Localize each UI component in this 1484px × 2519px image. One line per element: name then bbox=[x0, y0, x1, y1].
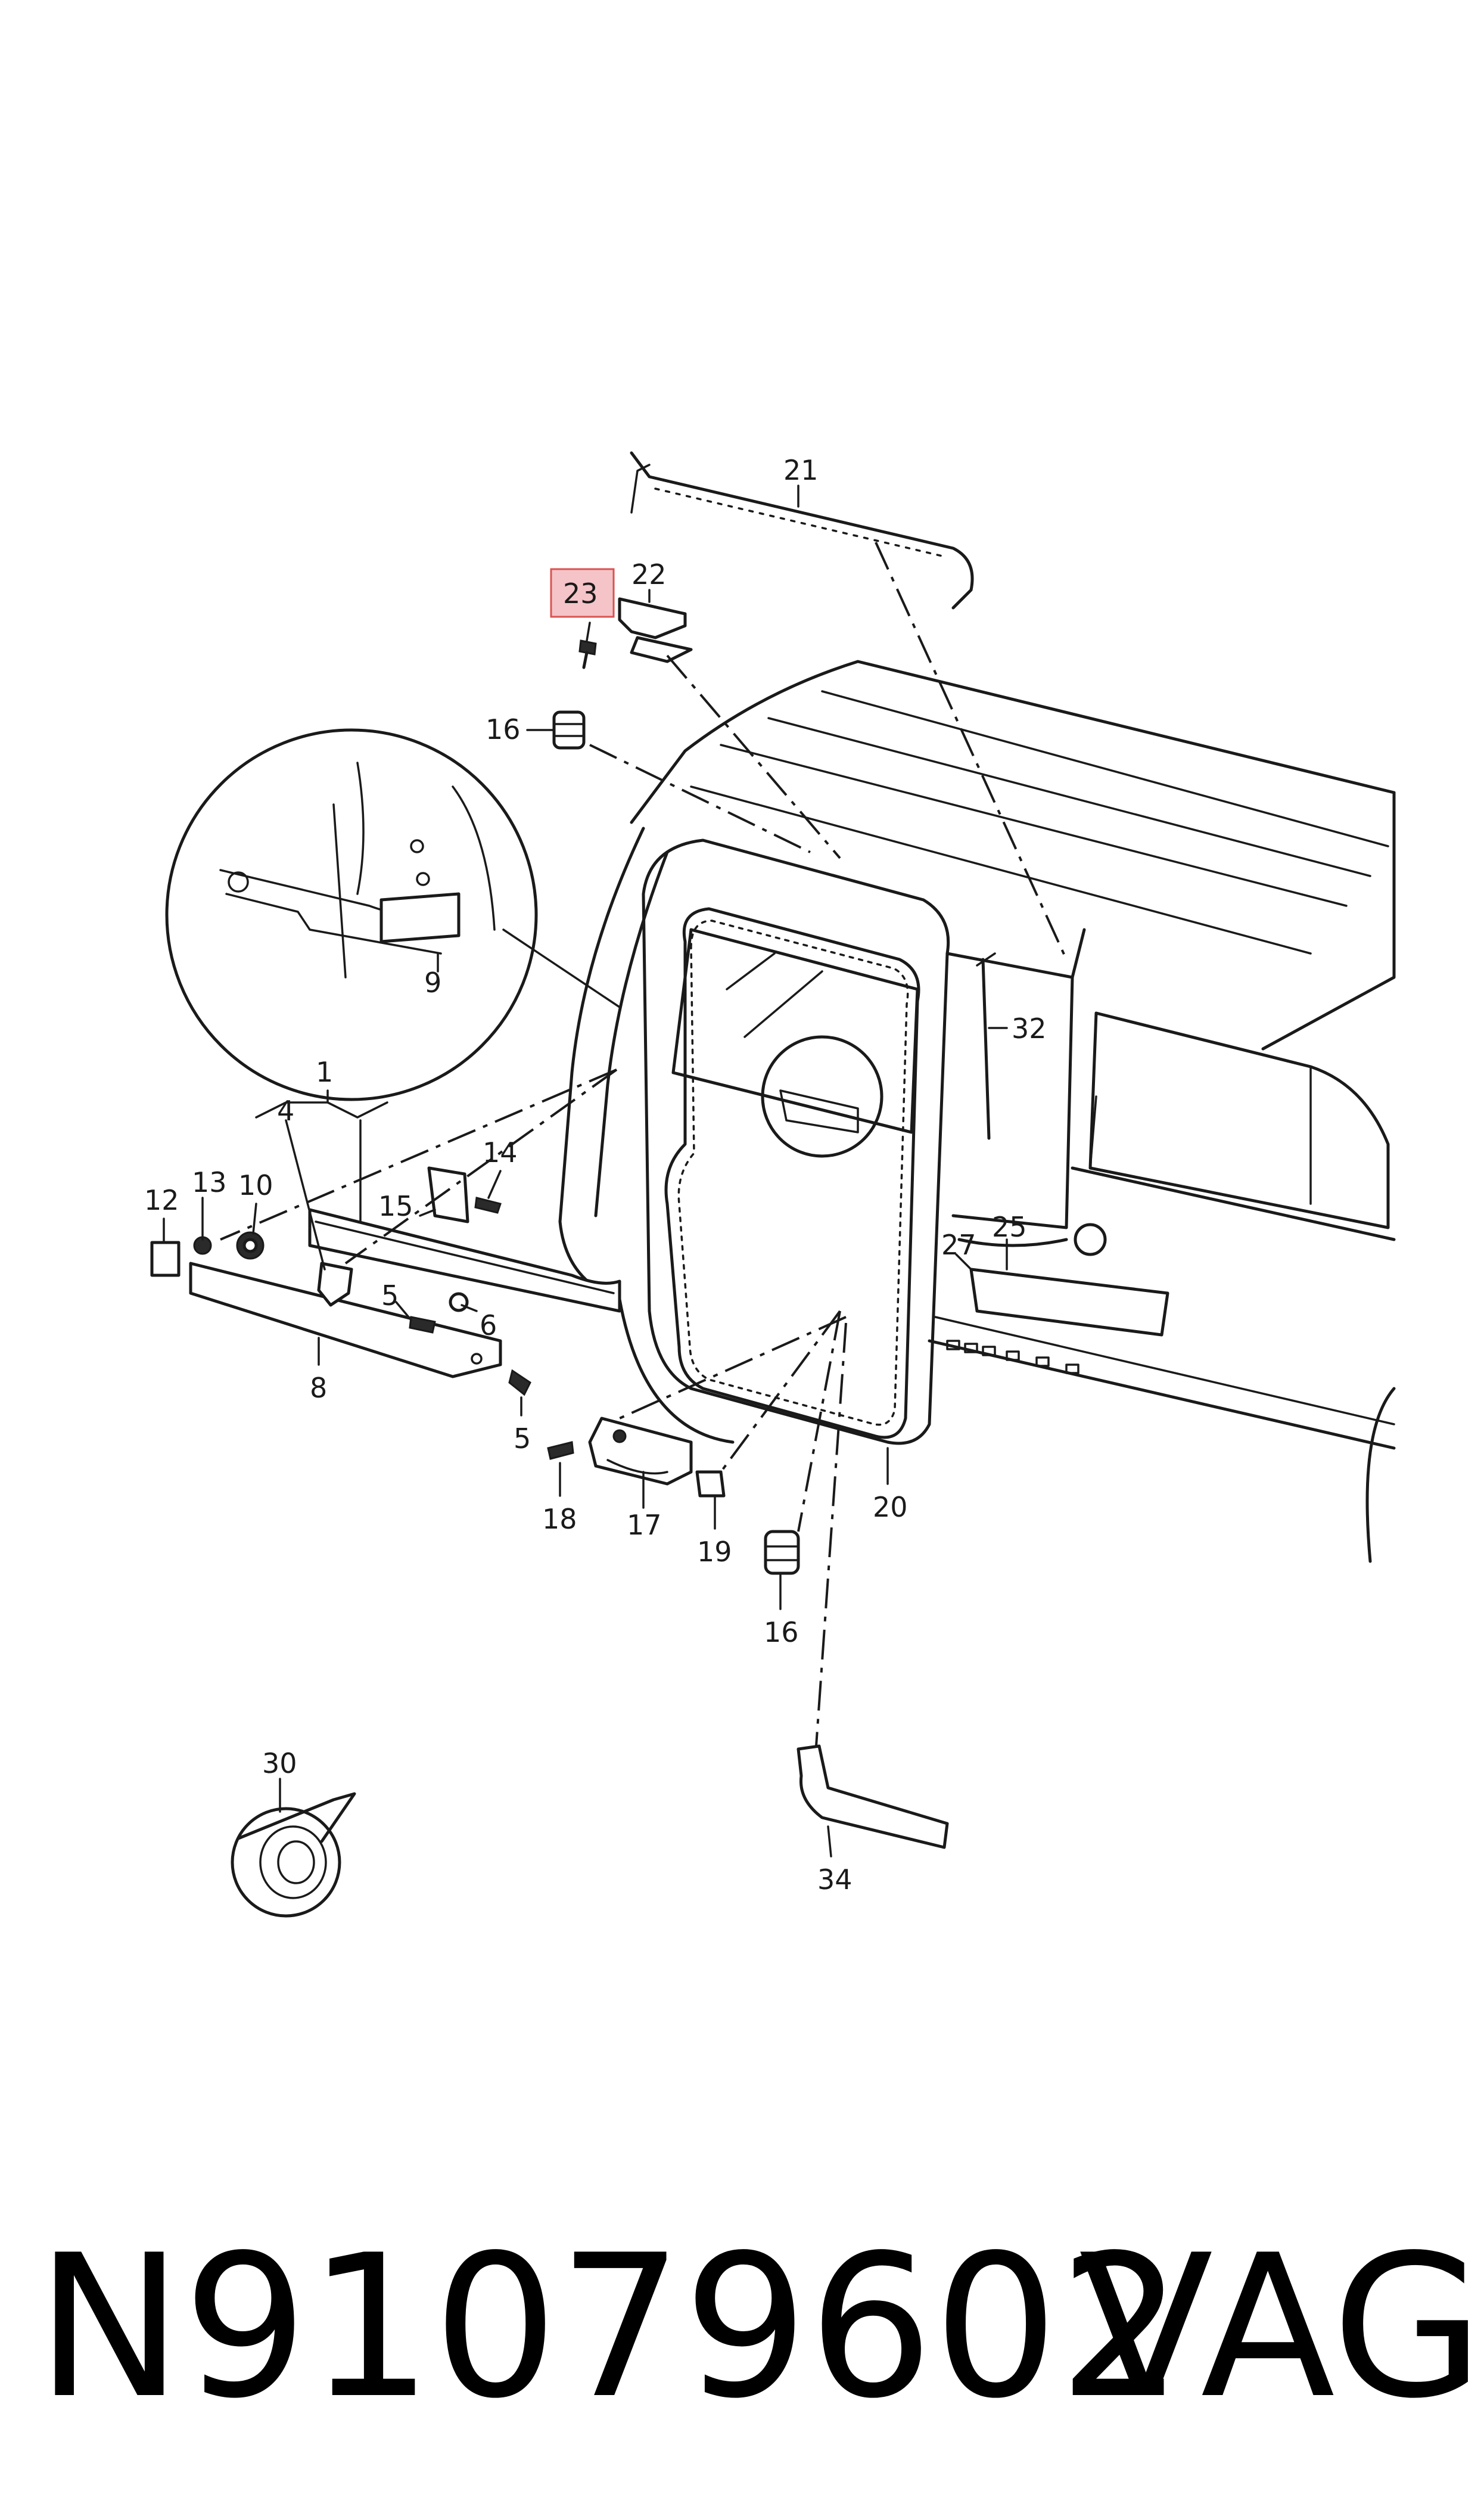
callout-leaders bbox=[163, 484, 1008, 1858]
part-30-tape-roll bbox=[231, 1792, 356, 1918]
highlight-box-23 bbox=[550, 568, 615, 618]
callout-19[interactable]: 19 bbox=[697, 1536, 732, 1568]
part-34-sill-trim bbox=[797, 1744, 949, 1849]
part-5-screw-a bbox=[409, 1316, 436, 1334]
callout-20[interactable]: 20 bbox=[873, 1491, 908, 1523]
van-body bbox=[558, 660, 1396, 1563]
brand-label: VAG bbox=[1078, 2213, 1484, 2442]
part-14-screw bbox=[474, 1197, 502, 1214]
callout-15[interactable]: 15 bbox=[378, 1190, 413, 1222]
part-10-clip bbox=[236, 1231, 265, 1260]
part-15-holder bbox=[427, 1166, 469, 1223]
callout-25[interactable]: 25 bbox=[992, 1211, 1027, 1243]
callout-30[interactable]: 30 bbox=[262, 1747, 297, 1779]
detail-circle-9 bbox=[165, 728, 538, 1101]
part-5-screw-b bbox=[508, 1369, 531, 1396]
callout-34[interactable]: 34 bbox=[817, 1863, 853, 1896]
callout-9[interactable]: 9 bbox=[424, 967, 441, 999]
part-17-roller bbox=[588, 1417, 693, 1486]
callout-32[interactable]: 32 bbox=[1012, 1012, 1047, 1045]
callout-5-a[interactable]: 5 bbox=[381, 1279, 399, 1312]
callout-6[interactable]: 6 bbox=[480, 1309, 497, 1341]
callouts: 21 22 23 16 9 1 4 12 13 10 14 15 5 6 8 5… bbox=[144, 454, 1047, 1896]
lower-rail bbox=[308, 1208, 621, 1313]
part-16-bumper-top bbox=[552, 710, 586, 750]
detail-circle-door bbox=[761, 1035, 883, 1158]
callout-18[interactable]: 18 bbox=[542, 1503, 577, 1535]
part-6-washer bbox=[449, 1292, 469, 1312]
part-23-screw bbox=[578, 639, 597, 669]
callout-16-bottom[interactable]: 16 bbox=[764, 1616, 799, 1648]
callout-5-b[interactable]: 5 bbox=[514, 1422, 531, 1455]
callout-16-top[interactable]: 16 bbox=[486, 713, 521, 746]
callout-27[interactable]: 27 bbox=[941, 1229, 976, 1261]
callout-10[interactable]: 10 bbox=[238, 1169, 273, 1201]
door-seal-20 bbox=[664, 907, 920, 1439]
part-22-bracket bbox=[618, 597, 693, 663]
dashed-leaders bbox=[220, 542, 1068, 1747]
callout-1[interactable]: 1 bbox=[316, 1056, 333, 1088]
part-18-screw bbox=[547, 1441, 574, 1460]
callout-4[interactable]: 4 bbox=[277, 1095, 294, 1127]
callout-23[interactable]: 23 bbox=[563, 577, 598, 610]
callout-13[interactable]: 13 bbox=[192, 1166, 227, 1198]
part-number: N91079602 bbox=[36, 2213, 1184, 2442]
callout-21[interactable]: 21 bbox=[783, 454, 819, 486]
parts-diagram: 21 22 23 16 9 1 4 12 13 10 14 15 5 6 8 5… bbox=[144, 451, 1396, 1918]
part-8-cover-strip bbox=[189, 1262, 502, 1378]
callout-8[interactable]: 8 bbox=[310, 1372, 327, 1404]
callout-22[interactable]: 22 bbox=[631, 558, 667, 591]
callout-17[interactable]: 17 bbox=[627, 1509, 662, 1541]
part-19-cap bbox=[695, 1470, 726, 1498]
part-21-upper-rail bbox=[630, 451, 974, 610]
part-4-clip bbox=[317, 1262, 353, 1307]
callout-14[interactable]: 14 bbox=[483, 1136, 518, 1169]
callout-12[interactable]: 12 bbox=[144, 1184, 179, 1216]
part-12-cap bbox=[150, 1241, 181, 1277]
part-32-strip bbox=[976, 952, 996, 1140]
part-16-bumper-bottom bbox=[764, 1530, 800, 1575]
